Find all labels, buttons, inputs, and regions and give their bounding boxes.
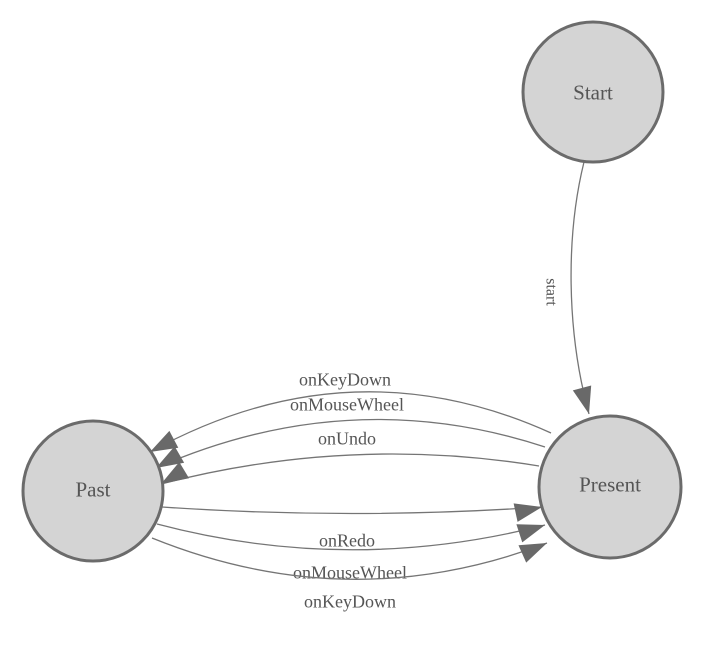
edge-present-past-onkeydown-arrowhead xyxy=(150,430,179,452)
edge-start-present[interactable] xyxy=(570,161,590,415)
edge-past-present-onkeydown-arrowhead xyxy=(518,543,547,563)
edge-label-onredo: onRedo xyxy=(319,530,375,550)
edge-past-present-onkeydown[interactable] xyxy=(151,537,548,580)
edge-label-start: start xyxy=(542,278,559,306)
edge-past-present-onredo-arrowhead xyxy=(513,503,542,522)
state-node-present[interactable]: Present xyxy=(537,414,683,560)
state-label-start: Start xyxy=(573,80,613,104)
edge-present-past-onundo[interactable] xyxy=(160,453,540,485)
edge-start-present-arrowhead xyxy=(572,385,592,414)
edge-past-present-onmousewheel[interactable] xyxy=(156,523,546,551)
edge-group: start onKeyDown onMouseWheel onUndo onRe… xyxy=(149,161,592,611)
state-label-present: Present xyxy=(579,472,641,496)
edge-label-onkeydown-bottom: onKeyDown xyxy=(304,591,396,611)
edge-present-past-onkeydown[interactable] xyxy=(149,391,552,453)
edge-label-onundo: onUndo xyxy=(318,428,376,448)
edge-present-past-onmousewheel[interactable] xyxy=(155,418,546,469)
edge-present-past-onmousewheel-arrowhead xyxy=(156,446,185,468)
state-label-past: Past xyxy=(75,477,110,501)
edge-past-present-onredo[interactable] xyxy=(161,506,543,515)
edge-label-onmousewheel-top: onMouseWheel xyxy=(290,394,404,414)
edge-present-past-onundo-arrowhead xyxy=(161,461,190,484)
state-node-past[interactable]: Past xyxy=(21,419,165,563)
node-group: Start Present Past xyxy=(21,20,683,563)
edge-past-present-onmousewheel-arrowhead xyxy=(516,524,545,543)
edge-label-onkeydown-top: onKeyDown xyxy=(299,369,391,389)
state-node-start[interactable]: Start xyxy=(521,20,665,164)
edge-label-onmousewheel-bottom: onMouseWheel xyxy=(293,562,407,582)
